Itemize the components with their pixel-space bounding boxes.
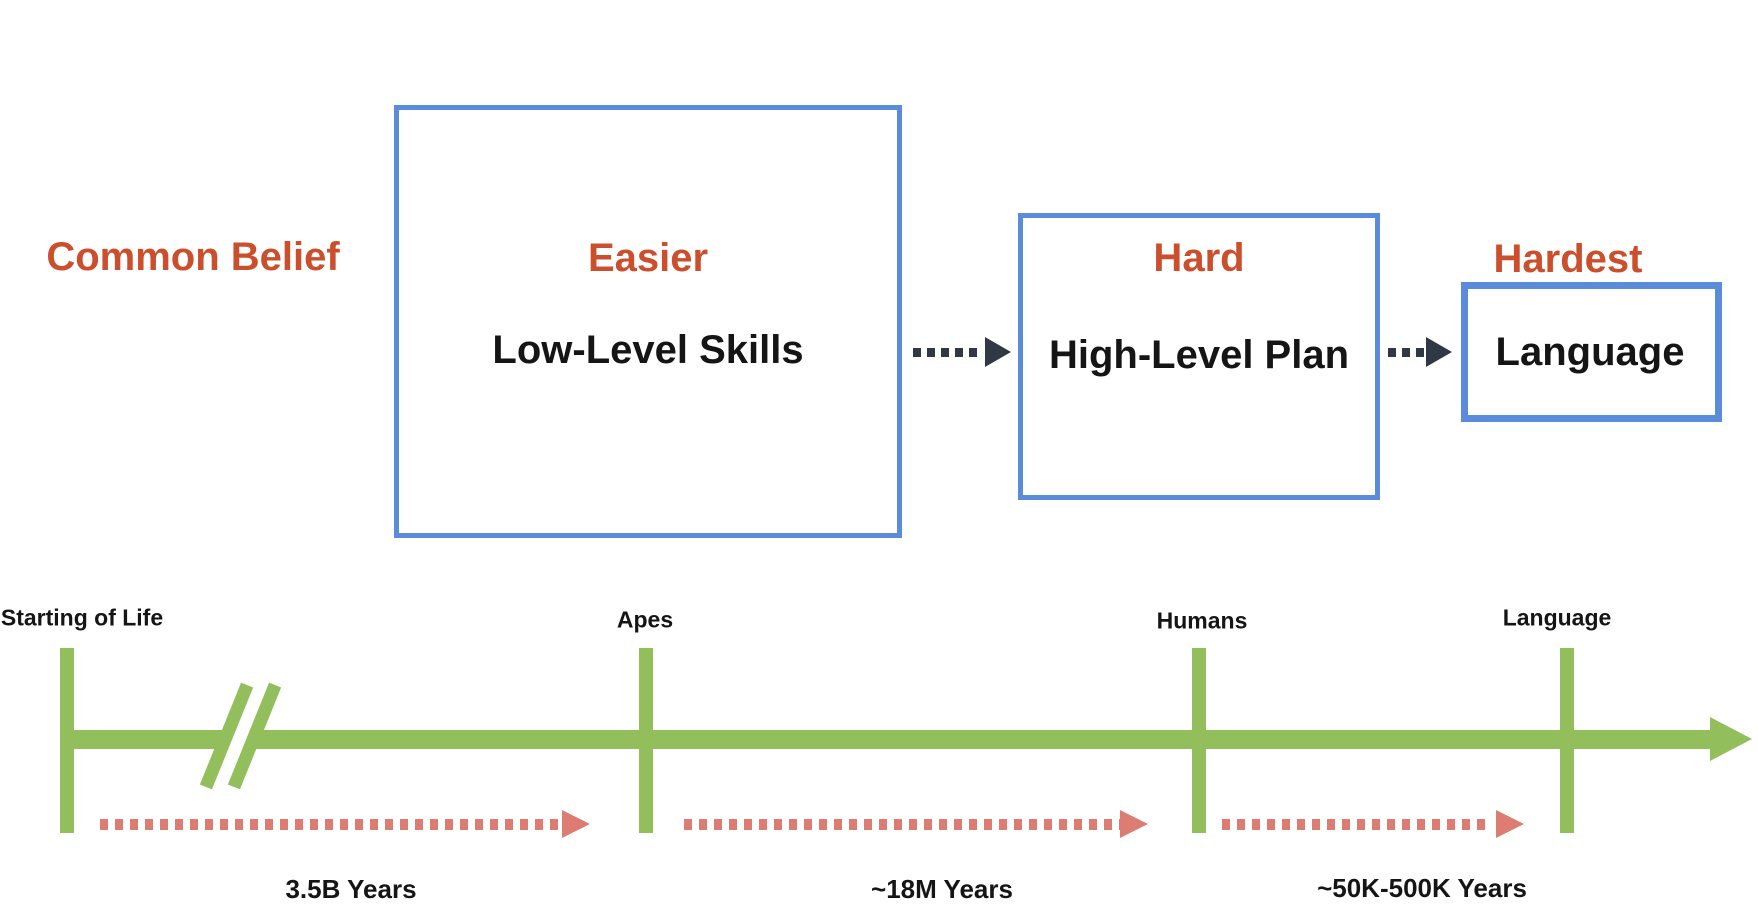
duration-arrow-icon	[100, 819, 560, 830]
high-level-plan-box	[1018, 213, 1380, 500]
milestone-label: Humans	[1156, 607, 1248, 634]
easier-label: Easier	[587, 236, 709, 280]
duration-arrow-icon	[1222, 819, 1488, 830]
dashed-arrow-icon	[913, 348, 981, 357]
timeline-axis	[65, 730, 1712, 749]
milestone-label: Starting of Life	[0, 604, 164, 631]
tick-language	[1560, 648, 1574, 833]
tick-starting-of-life	[60, 648, 74, 833]
low-level-skills-box	[394, 105, 902, 538]
duration-arrowhead-icon	[1120, 810, 1148, 838]
hardest-label: Hardest	[1493, 237, 1643, 281]
low-level-skills-label: Low-Level Skills	[492, 328, 804, 372]
dashed-arrowhead-icon	[985, 337, 1011, 367]
duration-label: 3.5B Years	[285, 874, 417, 904]
timeline-arrowhead-icon	[1710, 717, 1752, 761]
dashed-arrowhead-icon	[1426, 337, 1452, 367]
tick-humans	[1192, 648, 1206, 833]
language-box	[1461, 282, 1722, 422]
dashed-arrow-icon	[1388, 348, 1424, 357]
duration-label: ~50K-500K Years	[1317, 873, 1527, 903]
high-level-plan-label: High-Level Plan	[1048, 333, 1350, 377]
duration-label: ~18M Years	[871, 874, 1013, 904]
milestone-label: Apes	[616, 606, 674, 633]
common-belief-heading: Common Belief	[46, 235, 340, 279]
hard-label: Hard	[1153, 236, 1245, 280]
duration-arrowhead-icon	[562, 810, 590, 838]
language-box-label: Language	[1495, 330, 1685, 374]
milestone-label: Language	[1502, 604, 1612, 631]
duration-arrow-icon	[684, 819, 1122, 830]
duration-arrowhead-icon	[1496, 810, 1524, 838]
tick-apes	[639, 648, 653, 833]
